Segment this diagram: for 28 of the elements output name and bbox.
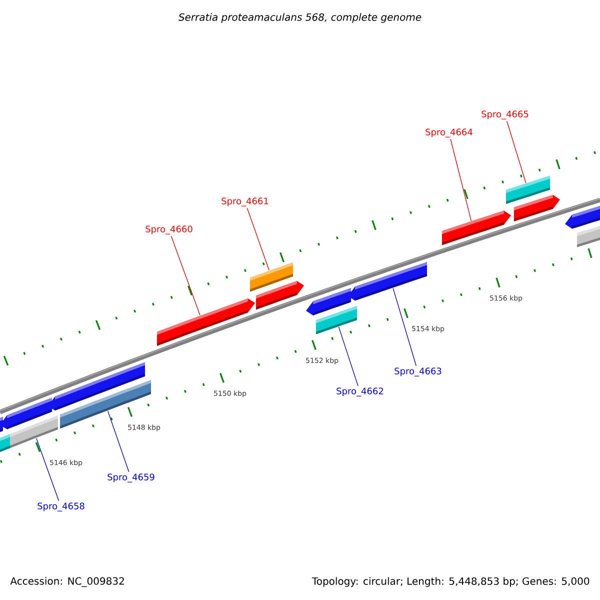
- leader-line: [506, 120, 526, 184]
- gene-label: Spro_4658: [38, 502, 84, 512]
- leader-line: [108, 410, 130, 472]
- leader-line: [450, 138, 472, 222]
- gene-block: [565, 206, 600, 229]
- leader-line: [170, 236, 200, 316]
- summary-text: Topology: circular; Length: 5,448,853 bp; Genes: 5,000: [312, 577, 590, 587]
- gene-label: Spro_4659: [108, 474, 154, 482]
- gene-block: [442, 210, 511, 246]
- gene-label: Spro_4662: [336, 388, 384, 396]
- gene-label: Spro_4663: [394, 368, 442, 376]
- gene-block: [514, 194, 560, 222]
- gene-block: [316, 306, 357, 334]
- gene-block: [577, 226, 600, 248]
- leader-line: [246, 208, 270, 271]
- gene-label: Spro_4664: [426, 128, 472, 138]
- leader-line: [392, 288, 417, 366]
- gene-block: [256, 280, 304, 310]
- gene-label: Spro_4661: [222, 198, 268, 206]
- gene-block: [348, 262, 427, 301]
- leader-line: [338, 326, 358, 386]
- title: Serratia proteamaculans 568, complete genome: [178, 13, 422, 23]
- gene-label: Spro_4665: [482, 110, 528, 120]
- accession-text: Accession: NC_009832: [10, 577, 124, 587]
- leader-line: [36, 438, 60, 502]
- gene-block: [10, 415, 58, 448]
- gene-block: [157, 298, 255, 346]
- gene-label: Spro_4660: [146, 226, 192, 234]
